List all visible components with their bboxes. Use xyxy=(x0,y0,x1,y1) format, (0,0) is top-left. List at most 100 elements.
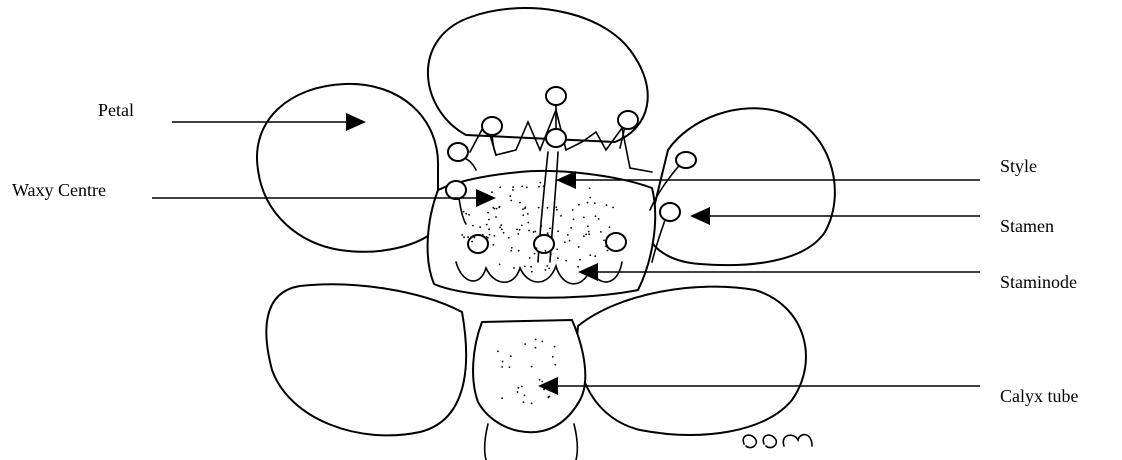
anther xyxy=(446,181,466,199)
stipple-dot xyxy=(524,343,526,345)
stipple-dot xyxy=(578,246,580,248)
stipple-dot xyxy=(598,218,600,220)
stipple-dot xyxy=(501,228,503,230)
anther xyxy=(660,203,680,221)
stipple-dot xyxy=(578,204,580,206)
stipple-dot xyxy=(467,236,469,238)
stipple-dot xyxy=(594,255,596,257)
stipple-dot xyxy=(550,254,552,256)
stipple-dot xyxy=(526,187,528,189)
stipple-dot xyxy=(560,215,562,217)
petal-left xyxy=(257,84,438,252)
stipple-dot xyxy=(508,237,510,239)
petal-right xyxy=(648,108,835,265)
stipple-dot xyxy=(535,347,537,349)
stipple-dot xyxy=(530,266,532,268)
stipple-dot xyxy=(556,249,558,251)
stipple-dot xyxy=(556,209,558,211)
anther xyxy=(606,233,626,251)
stipple-dot xyxy=(552,356,554,358)
stipple-dot xyxy=(503,232,505,234)
label-waxy-centre: Waxy Centre xyxy=(12,180,106,200)
stipple-dot xyxy=(539,182,541,184)
stipple-dot xyxy=(583,217,585,219)
stipple-dot xyxy=(461,234,463,236)
anther xyxy=(448,143,468,161)
stipple-dot xyxy=(524,395,526,397)
petal-lower-left xyxy=(266,284,466,435)
stipple-dot xyxy=(498,207,500,209)
stipple-dot xyxy=(536,247,538,249)
stipple-dot xyxy=(572,209,574,211)
stipple-dot xyxy=(487,241,489,243)
stipple-dot xyxy=(573,218,575,220)
stipple-dot xyxy=(534,231,536,233)
stipple-dot xyxy=(531,403,533,405)
stipple-dot xyxy=(540,225,542,227)
stipple-dot xyxy=(488,228,490,230)
stipple-dot xyxy=(463,211,465,213)
stipple-dot xyxy=(557,257,559,259)
stipple-dot xyxy=(519,202,521,204)
label-stamen: Stamen xyxy=(1000,216,1054,236)
stipple-dot xyxy=(501,366,503,368)
anther xyxy=(468,235,488,253)
stipple-dot xyxy=(525,206,527,208)
stipple-dot xyxy=(472,225,474,227)
stipple-dot xyxy=(517,391,519,393)
stipple-dot xyxy=(497,350,499,352)
stipple-dot xyxy=(548,396,550,398)
stipple-dot xyxy=(468,214,470,216)
stipple-dot xyxy=(588,233,590,235)
stipple-dot xyxy=(489,234,491,236)
stipple-dot xyxy=(555,206,557,208)
stipple-dot xyxy=(521,225,523,227)
stipple-dot xyxy=(522,208,524,210)
stipple-dot xyxy=(510,200,512,202)
stipple-dot xyxy=(589,254,591,256)
stipple-dot xyxy=(465,213,467,215)
stipple-dot xyxy=(482,234,484,236)
stipple-dot xyxy=(517,233,519,235)
stipple-dot xyxy=(554,364,556,366)
stipple-dot xyxy=(547,207,549,209)
stipple-dot xyxy=(496,208,498,210)
stipple-dot xyxy=(494,235,496,237)
stipple-dot xyxy=(548,268,550,270)
anther xyxy=(676,152,696,168)
stipple-dot xyxy=(539,379,541,381)
stipple-dot xyxy=(541,341,543,343)
stipple-dot xyxy=(522,214,524,216)
stipple-dot xyxy=(527,222,529,224)
calyx-tube xyxy=(473,320,585,432)
stipple-dot xyxy=(557,230,559,232)
stipple-dot xyxy=(479,226,481,228)
flower-illustration xyxy=(257,8,835,460)
stipple-dot xyxy=(512,186,514,188)
stipple-dot xyxy=(509,195,511,197)
stipple-dot xyxy=(579,259,581,261)
stipple-dot xyxy=(587,202,589,204)
label-calyx-tube: Calyx tube xyxy=(1000,386,1079,406)
stipple-dot xyxy=(538,207,540,209)
stipple-dot xyxy=(564,241,566,243)
stipple-dot xyxy=(524,266,526,268)
stipple-dot xyxy=(510,250,512,252)
stipple-dot xyxy=(463,236,465,238)
stipple-dot xyxy=(488,219,490,221)
stipple-dot xyxy=(512,189,514,191)
stipple-dot xyxy=(547,265,549,267)
stipple-dot xyxy=(491,191,493,193)
stipple-dot xyxy=(535,339,537,341)
stipple-dot xyxy=(516,229,518,231)
stipple-dot xyxy=(500,224,502,226)
petal-lower-right xyxy=(577,287,806,435)
stipple-dot xyxy=(569,240,571,242)
stipple-dot xyxy=(531,271,533,273)
stipple-dot xyxy=(588,231,590,233)
stipple-dot xyxy=(587,225,589,227)
stipple-dot xyxy=(554,346,556,348)
stipple-dot xyxy=(518,250,520,252)
stipple-dot xyxy=(583,235,585,237)
